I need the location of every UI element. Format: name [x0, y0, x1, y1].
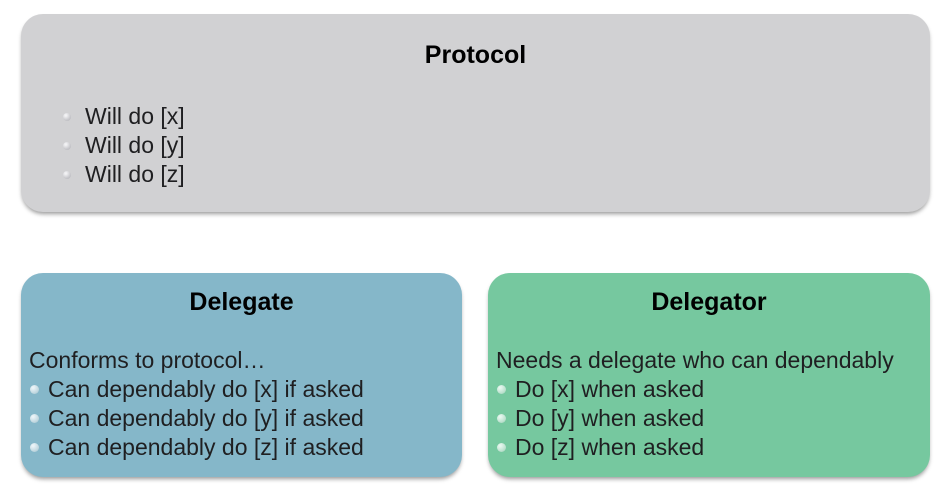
bullet-dot-icon — [63, 141, 71, 150]
protocol-box: Protocol Will do [x] Will do [y] Will do… — [21, 14, 930, 212]
bullet-item: Can dependably do [z] if asked — [21, 433, 462, 462]
bullet-item: Will do [y] — [63, 131, 930, 160]
bullet-text: Will do [y] — [85, 132, 185, 158]
bullet-dot-icon — [497, 385, 506, 394]
bullet-item: Will do [x] — [63, 102, 930, 131]
delegator-intro-text: Needs a delegate who can dependably — [496, 347, 894, 373]
bullet-text: Can dependably do [x] if asked — [48, 376, 364, 402]
delegate-bullet-list: Can dependably do [x] if asked Can depen… — [21, 375, 462, 462]
bullet-text: Do [z] when asked — [515, 434, 705, 460]
bullet-dot-icon — [63, 170, 71, 179]
protocol-box-title: Protocol — [424, 41, 527, 69]
delegate-box: Delegate Conforms to protocol… Can depen… — [21, 273, 462, 477]
bullet-item: Will do [z] — [63, 160, 930, 189]
bullet-dot-icon — [63, 112, 71, 121]
delegate-intro-text: Conforms to protocol… — [29, 347, 266, 373]
bullet-text: Can dependably do [z] if asked — [48, 434, 364, 460]
protocol-bullet-list: Will do [x] Will do [y] Will do [z] — [21, 102, 930, 189]
delegate-box-title: Delegate — [189, 288, 294, 316]
bullet-dot-icon — [497, 414, 506, 423]
bullet-item: Can dependably do [y] if asked — [21, 404, 462, 433]
bullet-text: Will do [x] — [85, 103, 185, 129]
delegator-box: Delegator Needs a delegate who can depen… — [488, 273, 930, 477]
bullet-dot-icon — [497, 443, 506, 452]
bullet-dot-icon — [30, 443, 39, 452]
bullet-text: Will do [z] — [85, 161, 185, 187]
bullet-item: Do [y] when asked — [488, 404, 930, 433]
bullet-text: Can dependably do [y] if asked — [48, 405, 364, 431]
bullet-dot-icon — [30, 385, 39, 394]
bullet-item: Do [z] when asked — [488, 433, 930, 462]
bullet-dot-icon — [30, 414, 39, 423]
bullet-text: Do [y] when asked — [515, 405, 705, 431]
bullet-text: Do [x] when asked — [515, 376, 705, 402]
delegator-box-title: Delegator — [651, 288, 767, 316]
bullet-item: Do [x] when asked — [488, 375, 930, 404]
delegator-bullet-list: Do [x] when asked Do [y] when asked Do [… — [488, 375, 930, 462]
bullet-item: Can dependably do [x] if asked — [21, 375, 462, 404]
